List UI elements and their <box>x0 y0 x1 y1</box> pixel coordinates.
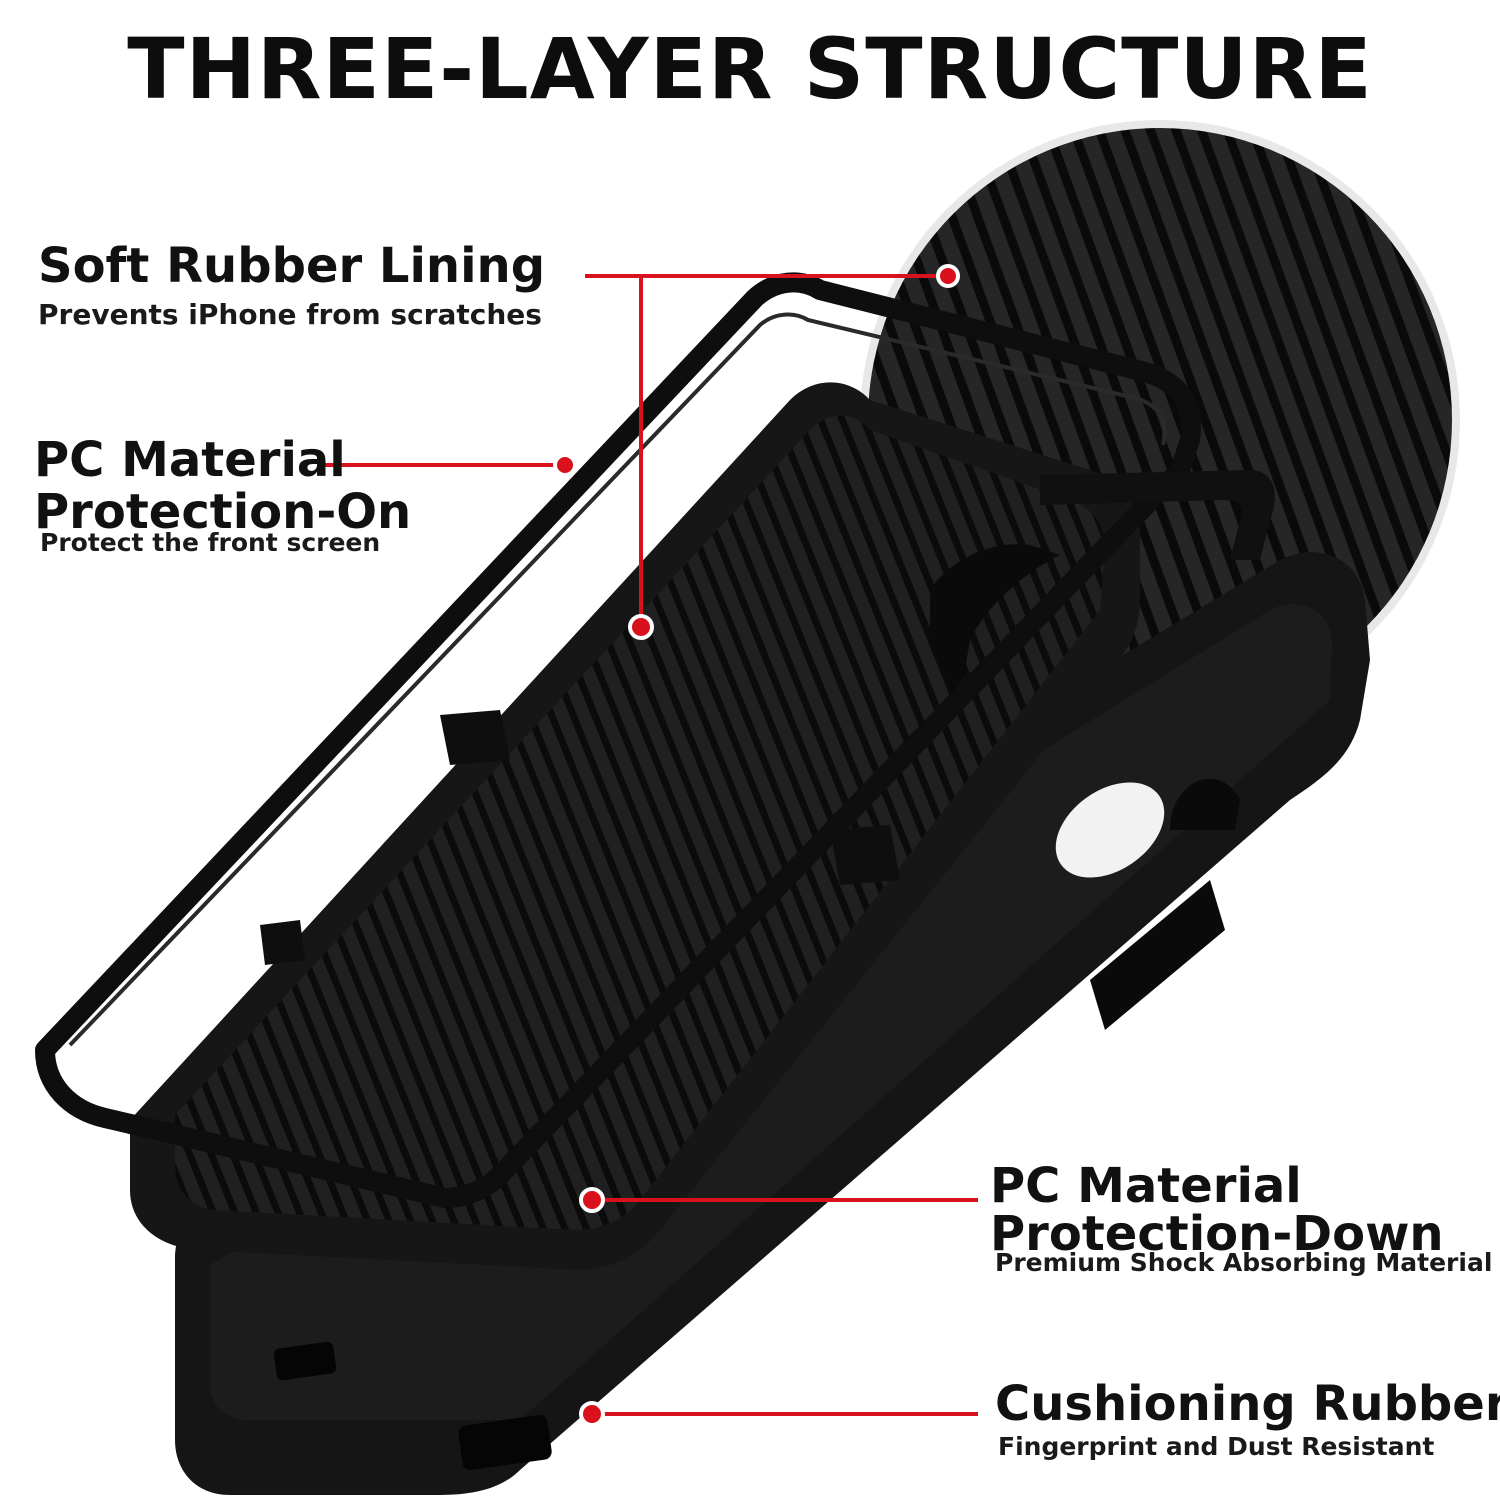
callout-pc-on-heading-line2: Protection-On <box>34 484 412 540</box>
callout-pc-on-subtitle: Protect the front screen <box>40 528 381 557</box>
callout-soft-rubber-subtitle: Prevents iPhone from scratches <box>38 298 542 331</box>
callout-pc-down-subtitle: Premium Shock Absorbing Material <box>995 1248 1493 1277</box>
leader-lines <box>318 274 978 1416</box>
pc-protection-down <box>130 382 1140 1271</box>
callout-pc-down-heading-line1: PC Material <box>990 1158 1302 1214</box>
callout-pc-down-heading-line2: Protection-Down <box>990 1206 1444 1262</box>
callout-soft-rubber-heading: Soft Rubber Lining <box>38 238 546 294</box>
callout-cushioning-heading: Cushioning Rubber <box>995 1376 1500 1432</box>
pc-protection-on <box>35 272 1275 1208</box>
callout-cushioning-subtitle: Fingerprint and Dust Resistant <box>998 1432 1435 1461</box>
callout-pc-on-heading-line1: PC Material <box>34 432 346 488</box>
page-title: THREE-LAYER STRUCTURE <box>127 20 1373 118</box>
callout-dots <box>553 264 960 1427</box>
